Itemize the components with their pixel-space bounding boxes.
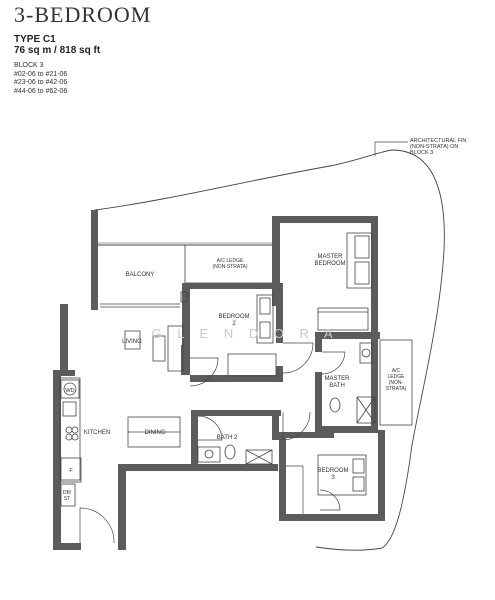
label-living: LIVING	[122, 339, 142, 345]
coffee-table	[152, 335, 166, 362]
sofa	[167, 325, 184, 372]
label-bedroom-3: 3	[331, 475, 335, 481]
label-ac-ledge-right: (NON-	[389, 380, 404, 386]
label-bedroom-3: BEDROOM	[317, 468, 348, 474]
db-store	[60, 483, 76, 507]
label-bedroom-2: 2	[232, 321, 236, 327]
washer	[60, 379, 80, 399]
unit-area: 76 sq m / 818 sq ft	[14, 45, 101, 56]
label-kitchen: KITCHEN	[84, 430, 110, 436]
furniture	[59, 232, 376, 507]
sink	[62, 401, 77, 417]
label-ac-ledge: (NON-STRATA)	[212, 264, 247, 270]
bed-3	[317, 454, 367, 496]
block-name: BLOCK 3	[14, 62, 44, 69]
master-wardrobe	[317, 307, 369, 331]
label-ac-ledge-right: STRATA)	[386, 386, 407, 392]
fridge	[60, 457, 82, 483]
label-ac-ledge-right: LEDGE	[388, 374, 406, 380]
fin-note: (NON-STRATA) ON	[410, 144, 458, 150]
page-title: 3-BEDROOM	[14, 2, 152, 27]
label-bedroom-2: BEDROOM	[218, 314, 249, 320]
architectural-fin-outline	[94, 149, 445, 551]
unit-range: #23-06 to #42-06	[14, 79, 68, 86]
room-labels: BALCONY A/C LEDGE (NON-STRATA) MASTER BE…	[63, 254, 407, 502]
label-master-bedroom: MASTER	[317, 254, 343, 260]
label-dbst: ST	[64, 496, 70, 502]
unit-range: #44-06 to #62-06	[14, 87, 68, 95]
unit-range: #02-06 to #21-06	[14, 70, 68, 78]
vanity	[359, 342, 373, 364]
label-dining: DINING	[145, 430, 166, 436]
ac-ledge-right	[379, 339, 413, 426]
label-ac-ledge: A/C LEDGE	[217, 258, 244, 264]
bed-2	[256, 294, 274, 344]
label-wd: WD	[65, 388, 74, 394]
label-master-bath: MASTER	[324, 376, 350, 382]
label-fridge: F	[69, 468, 73, 474]
fin-note: ARCHITECTURAL FIN	[410, 138, 466, 144]
kitchen-counter	[59, 377, 81, 481]
doors	[79, 342, 346, 544]
label-bath-2: BATH 2	[217, 435, 238, 441]
master-bed	[346, 232, 373, 289]
label-dbst: DB/	[63, 490, 72, 496]
unit-type: TYPE C1	[14, 34, 56, 45]
label-master-bath: BATH	[329, 383, 345, 389]
block-info: BLOCK 3 #02-06 to #21-06 #23-06 to #42-0…	[14, 62, 67, 96]
bath2-vanity	[197, 446, 221, 463]
fin-note: BLOCK 3	[410, 150, 433, 156]
watermark: G L E N D O R A	[151, 326, 338, 341]
walls	[53, 210, 385, 550]
armchair	[124, 330, 141, 350]
label-balcony: BALCONY	[126, 272, 155, 278]
wardrobe-2	[227, 353, 277, 377]
bath2-shower	[245, 449, 273, 465]
label-master-bedroom: BEDROOM	[314, 261, 345, 267]
shower	[356, 396, 376, 424]
label-ac-ledge-right: A/C	[392, 368, 401, 374]
